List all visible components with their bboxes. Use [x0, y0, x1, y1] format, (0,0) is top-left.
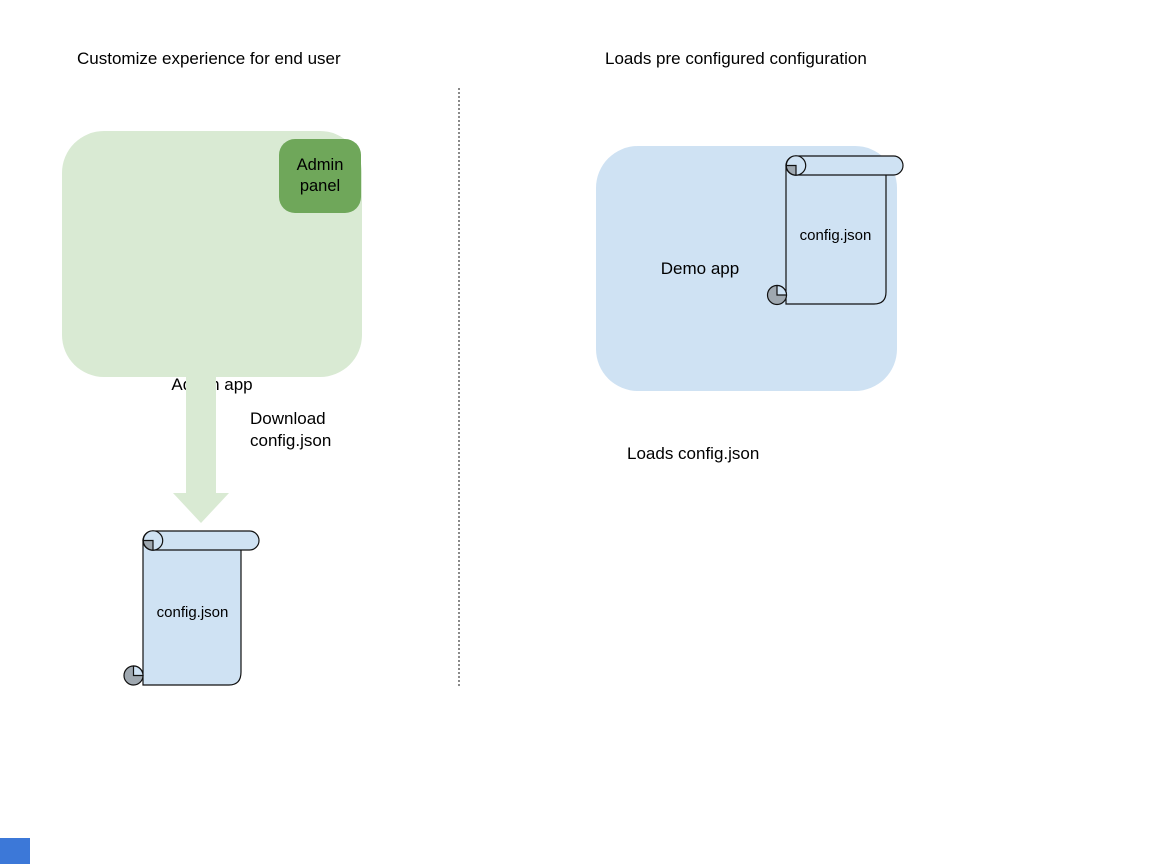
- admin-panel-shape: Admin panel: [279, 139, 361, 213]
- download-caption: Download config.json: [250, 409, 332, 450]
- left-section-heading: Customize experience for end user: [77, 49, 341, 68]
- config-file-left: config.json: [120, 524, 270, 690]
- demo-app-label: Demo app: [660, 259, 740, 278]
- scroll-shape-icon: [123, 530, 260, 686]
- download-arrow-icon: [173, 376, 229, 523]
- right-section-heading: Loads pre configured configuration: [605, 49, 867, 68]
- section-divider: [458, 88, 460, 686]
- loads-config-caption: Loads config.json: [627, 444, 760, 463]
- config-file-left-label: config.json: [156, 604, 229, 621]
- corner-accent-shape: [0, 838, 30, 864]
- config-file-right: config.json: [763, 149, 913, 309]
- scroll-shape-icon: [766, 155, 904, 306]
- admin-panel-label: Admin panel: [296, 156, 344, 195]
- config-file-right-label: config.json: [799, 227, 872, 244]
- admin-app-shape: Admin app Admin panel: [62, 131, 362, 394]
